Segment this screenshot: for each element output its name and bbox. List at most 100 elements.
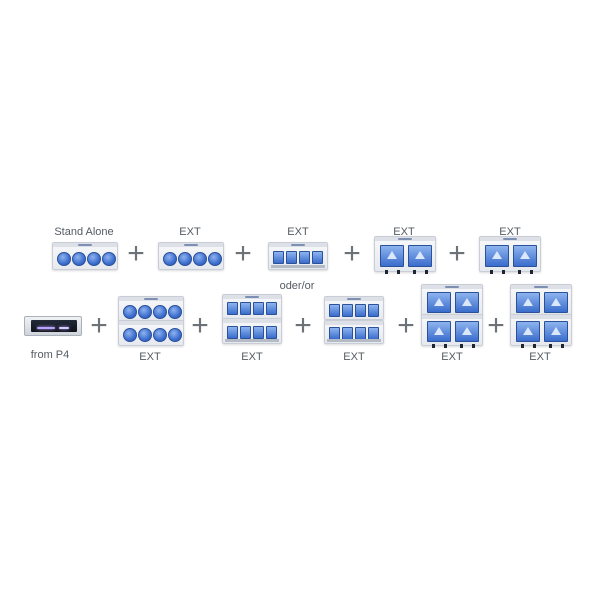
pump-head-icon bbox=[408, 245, 432, 267]
plus-icon: + bbox=[448, 237, 466, 270]
pump-head-icon bbox=[342, 304, 353, 317]
pump-head-icon bbox=[516, 321, 540, 342]
module-stand bbox=[327, 339, 381, 342]
pump-head-icon bbox=[87, 252, 101, 266]
ext-dosing-module-4head bbox=[158, 242, 224, 270]
ext-label-row2-1: EXT bbox=[139, 351, 161, 363]
ext-dosing-module-small bbox=[324, 320, 384, 344]
pump-head-icon bbox=[227, 302, 238, 315]
pump-head-icon bbox=[380, 245, 404, 267]
connector-pin bbox=[530, 270, 533, 274]
pump-head-icon bbox=[266, 302, 277, 315]
connector-pin bbox=[432, 344, 435, 348]
plus-icon: + bbox=[90, 309, 108, 342]
pump-head-icon bbox=[355, 304, 366, 317]
pump-head-icon bbox=[455, 321, 479, 342]
ext-label-row2-4: EXT bbox=[441, 351, 463, 363]
pump-head-icon bbox=[57, 252, 71, 266]
connector-pin bbox=[533, 344, 536, 348]
module-stand bbox=[225, 339, 279, 342]
triangle-icon bbox=[523, 326, 533, 335]
p4-controller-device bbox=[24, 316, 82, 336]
pump-head-icon bbox=[253, 326, 264, 339]
plus-icon: + bbox=[234, 237, 252, 270]
ext-label-row1-3: EXT bbox=[393, 226, 415, 238]
connector-pin bbox=[518, 270, 521, 274]
from-p4-label: from P4 bbox=[30, 349, 70, 361]
pump-head-icon bbox=[138, 328, 152, 342]
pump-head-icon bbox=[123, 328, 137, 342]
pump-head-icon bbox=[208, 252, 222, 266]
ext-label-row1-1: EXT bbox=[179, 226, 201, 238]
triangle-icon bbox=[551, 297, 561, 306]
plus-icon: + bbox=[343, 237, 361, 270]
pump-head-icon bbox=[485, 245, 509, 267]
triangle-icon bbox=[492, 251, 502, 259]
pump-head-icon bbox=[168, 328, 182, 342]
ext-dosing-module-small bbox=[222, 294, 282, 320]
connector-pin bbox=[385, 270, 388, 274]
brand-logo-icon bbox=[398, 238, 412, 240]
ext-dosing-module-2large bbox=[374, 236, 436, 274]
triangle-icon bbox=[462, 297, 472, 306]
pump-head-icon bbox=[368, 304, 379, 317]
triangle-icon bbox=[434, 297, 444, 306]
connector-pin bbox=[460, 344, 463, 348]
stand-alone-dosing-module bbox=[52, 242, 118, 270]
module-top-strip bbox=[325, 321, 383, 325]
brand-logo-icon bbox=[445, 286, 459, 288]
ext-dosing-module-2large bbox=[510, 314, 572, 348]
connector-pin bbox=[444, 344, 447, 348]
triangle-icon bbox=[434, 326, 444, 335]
ext-dosing-module-4head bbox=[118, 320, 184, 346]
connector-pin bbox=[472, 344, 475, 348]
pump-head-icon bbox=[516, 292, 540, 313]
brand-logo-icon bbox=[503, 238, 517, 240]
module-top-strip bbox=[422, 315, 482, 319]
pump-head-icon bbox=[72, 252, 86, 266]
pump-head-icon bbox=[544, 321, 568, 342]
pump-head-icon bbox=[329, 304, 340, 317]
triangle-icon bbox=[520, 251, 530, 259]
pump-head-icon bbox=[299, 251, 310, 264]
ext-dosing-module-small bbox=[324, 296, 384, 320]
brand-logo-icon bbox=[78, 244, 92, 246]
pump-head-icon bbox=[153, 328, 167, 342]
triangle-icon bbox=[462, 326, 472, 335]
module-top-strip bbox=[511, 315, 571, 319]
triangle-icon bbox=[415, 251, 425, 259]
ext-label-row1-4: EXT bbox=[499, 226, 521, 238]
plus-icon: + bbox=[397, 309, 415, 342]
connector-pin bbox=[521, 344, 524, 348]
pump-head-icon bbox=[312, 251, 323, 264]
pump-head-icon bbox=[178, 252, 192, 266]
ext-label-row2-5: EXT bbox=[529, 351, 551, 363]
pump-head-icon bbox=[138, 305, 152, 319]
ext-dosing-module-2large bbox=[421, 314, 483, 348]
ext-label-row2-2: EXT bbox=[241, 351, 263, 363]
pump-head-icon bbox=[193, 252, 207, 266]
controller-led bbox=[37, 327, 55, 329]
pump-head-icon bbox=[273, 251, 284, 264]
pump-head-icon bbox=[227, 326, 238, 339]
pump-head-icon bbox=[153, 305, 167, 319]
connector-pin bbox=[413, 270, 416, 274]
connector-pin bbox=[549, 344, 552, 348]
pump-head-icon bbox=[240, 326, 251, 339]
pump-head-icon bbox=[427, 321, 451, 342]
brand-logo-icon bbox=[347, 298, 361, 300]
pump-head-icon bbox=[168, 305, 182, 319]
ext-dosing-module-2large bbox=[421, 284, 483, 316]
ext-dosing-module-2large bbox=[510, 284, 572, 316]
pump-head-icon bbox=[455, 292, 479, 313]
pump-head-icon bbox=[544, 292, 568, 313]
plus-icon: + bbox=[127, 237, 145, 270]
pump-head-icon bbox=[123, 305, 137, 319]
pump-head-icon bbox=[253, 302, 264, 315]
triangle-icon bbox=[523, 297, 533, 306]
triangle-icon bbox=[551, 326, 561, 335]
controller-screen bbox=[31, 320, 77, 332]
brand-logo-icon bbox=[144, 298, 158, 300]
ext-dosing-module-4head bbox=[118, 296, 184, 322]
ext-dosing-module-small bbox=[268, 242, 328, 270]
